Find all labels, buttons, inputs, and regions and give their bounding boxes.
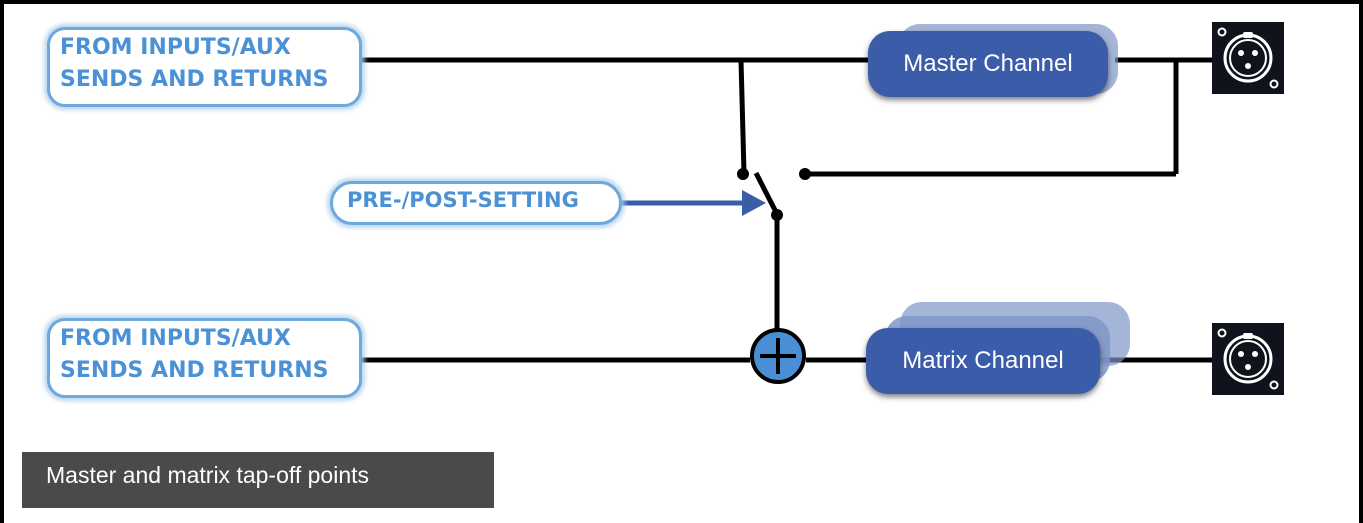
setting-arrow-head: [742, 190, 766, 216]
input-source-line2: SENDS AND RETURNS: [60, 358, 329, 383]
switch-contact-post: [799, 168, 811, 180]
input-source-line1: FROM INPUTS/AUX: [60, 326, 291, 351]
pre-post-setting-label: PRE-/POST-SETTING: [330, 181, 622, 225]
switch-blade: [753, 171, 780, 216]
input-source-line2: SENDS AND RETURNS: [60, 67, 329, 92]
master-channel-block: Master Channel: [868, 31, 1108, 97]
matrix-channel-block: Matrix Channel: [866, 328, 1100, 394]
diagram-caption: Master and matrix tap-off points: [22, 452, 494, 508]
input-source-label-top: FROM INPUTS/AUX SENDS AND RETURNS: [47, 27, 362, 107]
switch-contact-pre: [737, 168, 749, 180]
input-source-label-bottom: FROM INPUTS/AUX SENDS AND RETURNS: [47, 318, 362, 398]
xlr-connector-icon: [1212, 323, 1284, 395]
pre-tap-line: [738, 59, 747, 174]
summing-plus-icon: [750, 328, 806, 384]
xlr-connector-icon: [1212, 22, 1284, 94]
input-source-line1: FROM INPUTS/AUX: [60, 35, 291, 60]
